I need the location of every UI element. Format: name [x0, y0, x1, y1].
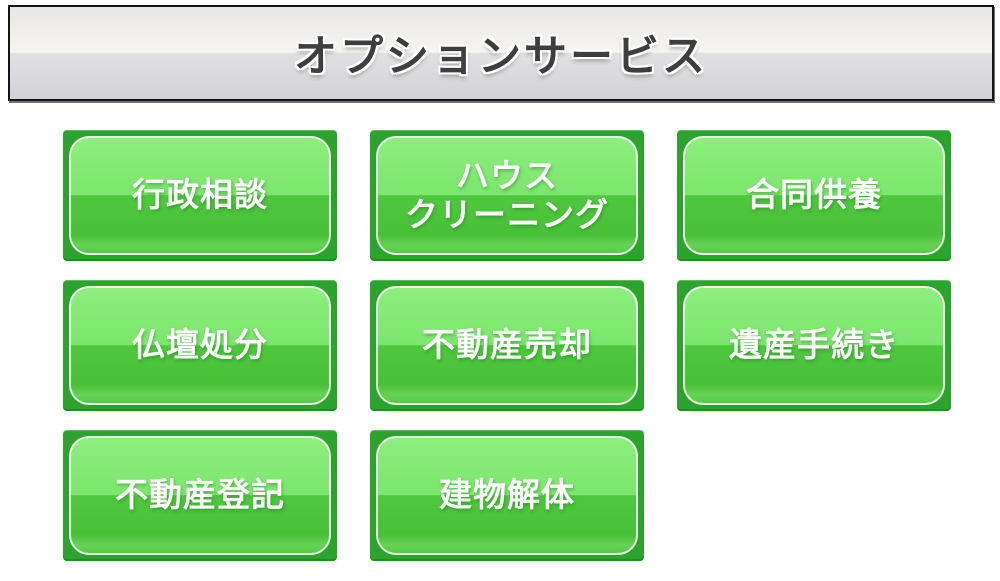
page-title: オプションサービス: [294, 33, 708, 81]
button-building-demolition[interactable]: 建物解体: [370, 430, 644, 561]
button-label: 仏壇処分: [132, 326, 268, 364]
page-header-banner: オプションサービス: [8, 5, 994, 101]
button-gloss-face: 不動産売却: [376, 286, 638, 405]
button-gloss-face: 合同供養: [683, 136, 945, 255]
button-gloss-face: 行政相談: [69, 136, 331, 255]
button-butsudan-disposal[interactable]: 仏壇処分: [63, 280, 337, 411]
button-label: 合同供養: [746, 176, 882, 214]
button-gloss-face: ハウス クリーニング: [376, 136, 638, 255]
button-gloss-face: 遺産手続き: [683, 286, 945, 405]
button-gloss-face: 仏壇処分: [69, 286, 331, 405]
button-gloss-face: 不動産登記: [69, 436, 331, 555]
button-inheritance-procedures[interactable]: 遺産手続き: [677, 280, 951, 411]
button-label: 行政相談: [132, 176, 268, 214]
button-label: 不動産売却: [422, 326, 592, 364]
button-real-estate-registration[interactable]: 不動産登記: [63, 430, 337, 561]
button-joint-memorial-service[interactable]: 合同供養: [677, 130, 951, 261]
button-house-cleaning[interactable]: ハウス クリーニング: [370, 130, 644, 261]
button-label: 建物解体: [439, 476, 575, 514]
button-gloss-face: 建物解体: [376, 436, 638, 555]
button-label: 遺産手続き: [729, 326, 899, 364]
button-label: 不動産登記: [115, 476, 285, 514]
button-administrative-consultation[interactable]: 行政相談: [63, 130, 337, 261]
button-real-estate-sale[interactable]: 不動産売却: [370, 280, 644, 411]
option-service-grid: 行政相談 ハウス クリーニング 合同供養 仏壇処分 不動産売却 遺産手: [63, 130, 951, 561]
button-label: ハウス クリーニング: [405, 156, 609, 233]
